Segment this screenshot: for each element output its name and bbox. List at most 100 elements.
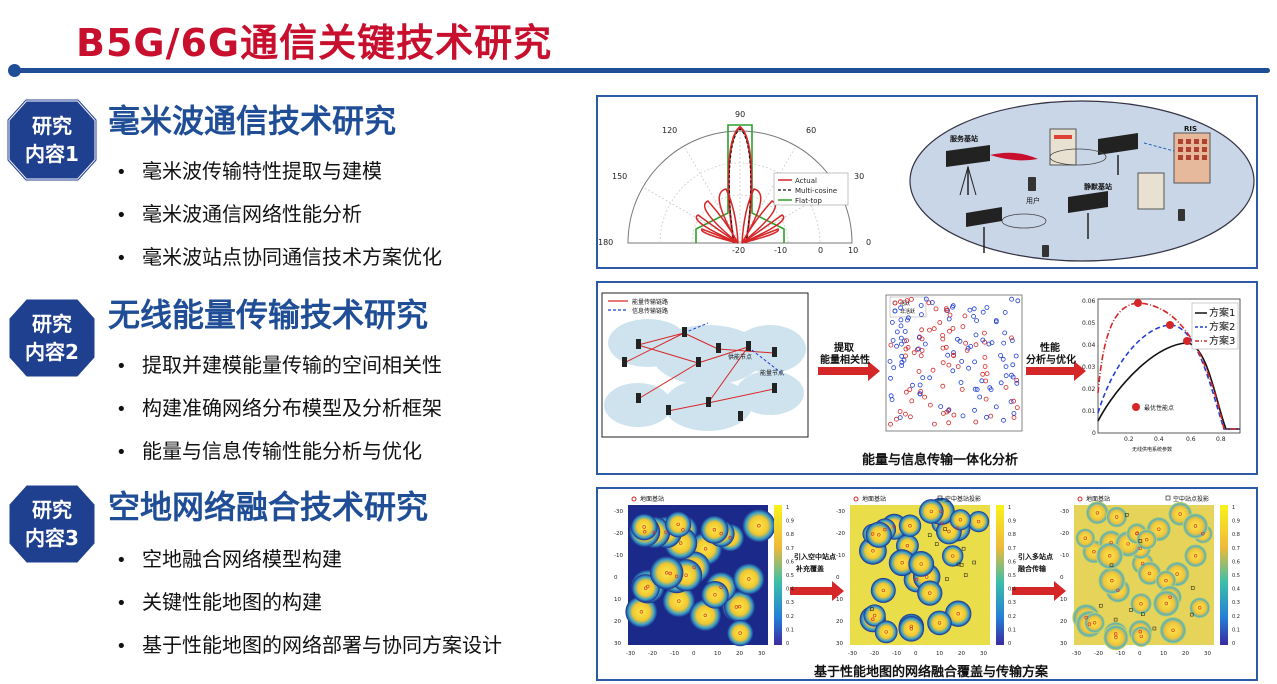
scatter-point bbox=[998, 353, 1004, 358]
scatter-point bbox=[923, 296, 929, 302]
panel-wpt: 能量传输链路 信息传输链路 供能节点 能量节点 bbox=[596, 281, 1258, 475]
map-x-tick: 20 bbox=[736, 651, 743, 657]
scatter-point bbox=[951, 412, 957, 418]
section-3-badge-line1: 研究 bbox=[32, 498, 72, 522]
legend-inactive: 非活跃 bbox=[900, 308, 915, 315]
scatter-point bbox=[971, 314, 977, 319]
scatter-point bbox=[898, 323, 904, 329]
scatter-point bbox=[916, 369, 922, 374]
air-bs-marker bbox=[1109, 563, 1114, 568]
colorbar-tick: 0.2 bbox=[786, 614, 794, 620]
bullet-glyph: • bbox=[116, 442, 127, 463]
ground-bs-marker bbox=[1114, 515, 1119, 519]
scatter-point bbox=[918, 303, 924, 308]
colorbar-tick: 0.7 bbox=[786, 546, 794, 552]
colorbar-tick: 0.6 bbox=[1232, 559, 1240, 565]
ground-bs-marker bbox=[1087, 622, 1092, 626]
scatter-point bbox=[1011, 398, 1017, 404]
colorbar-tick: 0.6 bbox=[1008, 559, 1016, 565]
ground-bs-marker bbox=[703, 613, 708, 618]
ground-bs-marker bbox=[872, 613, 877, 618]
scatter-point bbox=[940, 383, 946, 389]
scatter-point bbox=[893, 416, 899, 422]
antenna-array bbox=[966, 207, 1002, 253]
scatter-point bbox=[905, 315, 911, 321]
map-y-tick: -30 bbox=[836, 509, 845, 515]
scatter-point bbox=[971, 306, 977, 312]
coverage-cell bbox=[1182, 513, 1209, 539]
scatter-point bbox=[946, 362, 952, 368]
air-bs-marker bbox=[959, 563, 964, 567]
ground-bs-marker bbox=[925, 575, 929, 579]
colorbar-tick: 0.4 bbox=[786, 587, 794, 593]
angle-label: 120 bbox=[662, 126, 677, 135]
bullet-glyph: • bbox=[116, 162, 127, 183]
scatter-point bbox=[1010, 362, 1016, 368]
label-power-node: 供能节点 bbox=[728, 353, 752, 361]
scatter-point bbox=[980, 371, 986, 377]
ground-bs-marker bbox=[1144, 537, 1149, 542]
ground-bs-marker bbox=[719, 531, 723, 536]
map-y-tick: -20 bbox=[614, 531, 623, 537]
coverage-map-1: 地面基站 bbox=[625, 495, 782, 647]
ground-bs-marker bbox=[646, 584, 650, 589]
antenna-array bbox=[946, 145, 990, 196]
arrow-multi-site: 引入多站点 融合传输 bbox=[1012, 552, 1066, 601]
ris-label: RIS bbox=[1184, 125, 1197, 133]
scatter-point bbox=[910, 382, 915, 388]
map-x-tick: -10 bbox=[1116, 651, 1125, 657]
map-y-tick: -10 bbox=[614, 553, 623, 559]
ground-bs-marker bbox=[719, 585, 723, 589]
air-bs-marker bbox=[927, 533, 932, 537]
section-1-badge-line1: 研究 bbox=[32, 114, 72, 138]
bullet-glyph: • bbox=[116, 205, 127, 226]
scatter-point bbox=[977, 394, 983, 400]
ground-bs-marker bbox=[674, 574, 679, 579]
scatter-point bbox=[899, 363, 905, 368]
bullet-item: •能量与信息传输性能分析与优化 bbox=[116, 430, 442, 473]
bullet-item: •毫米波传输特性提取与建模 bbox=[116, 150, 442, 193]
y-tick: 0.01 bbox=[1082, 408, 1096, 415]
coverage-cells bbox=[625, 509, 776, 647]
scatter-point bbox=[917, 391, 923, 397]
colorbar-tick: 0.1 bbox=[1008, 627, 1016, 633]
scatter-point bbox=[938, 404, 944, 409]
map-axis-ticks: -30-30-20-20-10-100010102020303010.90.80… bbox=[614, 505, 1240, 657]
scatter-point bbox=[931, 421, 937, 427]
scatter-point bbox=[944, 307, 949, 313]
map-x-tick: 20 bbox=[958, 651, 965, 657]
y-tick: 0.04 bbox=[1082, 342, 1096, 349]
colorbar-tick: 0.4 bbox=[1008, 587, 1016, 593]
scatter-point bbox=[974, 318, 980, 323]
colorbar-tick: 0.4 bbox=[1232, 587, 1240, 593]
scatter-point bbox=[950, 304, 955, 310]
scatter-point bbox=[916, 335, 922, 340]
ground-bs-marker bbox=[1113, 632, 1118, 636]
scatter-point bbox=[898, 335, 904, 341]
y-tick: 0.02 bbox=[1082, 386, 1096, 393]
arrow-add-air-label-2: 补充覆盖 bbox=[795, 564, 824, 573]
ground-bs-marker bbox=[747, 577, 751, 581]
map-x-tick: 30 bbox=[758, 651, 765, 657]
scatter-point bbox=[905, 317, 910, 323]
map-y-tick: 30 bbox=[836, 641, 843, 647]
map-x-tick: -20 bbox=[870, 651, 879, 657]
air-bs-marker bbox=[1129, 608, 1133, 612]
serving-bs-label: 服务基站 bbox=[950, 134, 978, 143]
scatter-point bbox=[984, 371, 990, 376]
coverage-cell bbox=[927, 610, 952, 636]
coverage-map-2: 地面基站 空中基站投影 bbox=[850, 495, 1004, 645]
ground-bs-marker bbox=[909, 624, 913, 629]
arrow-optimize-label-2: 分析与优化 bbox=[1026, 353, 1076, 366]
scatter-point bbox=[987, 385, 993, 391]
coverage-cell bbox=[898, 514, 922, 537]
map-x-tick: 30 bbox=[980, 651, 987, 657]
scatter-point bbox=[973, 332, 979, 338]
scatter-point bbox=[927, 327, 932, 333]
legend-energy-link: 能量传输链路 bbox=[632, 298, 668, 306]
scatter-point bbox=[964, 348, 970, 353]
ground-bs-marker bbox=[892, 525, 896, 529]
scatter-point bbox=[888, 375, 893, 381]
phone-icon bbox=[1042, 245, 1049, 257]
ground-bs-marker bbox=[900, 560, 904, 565]
